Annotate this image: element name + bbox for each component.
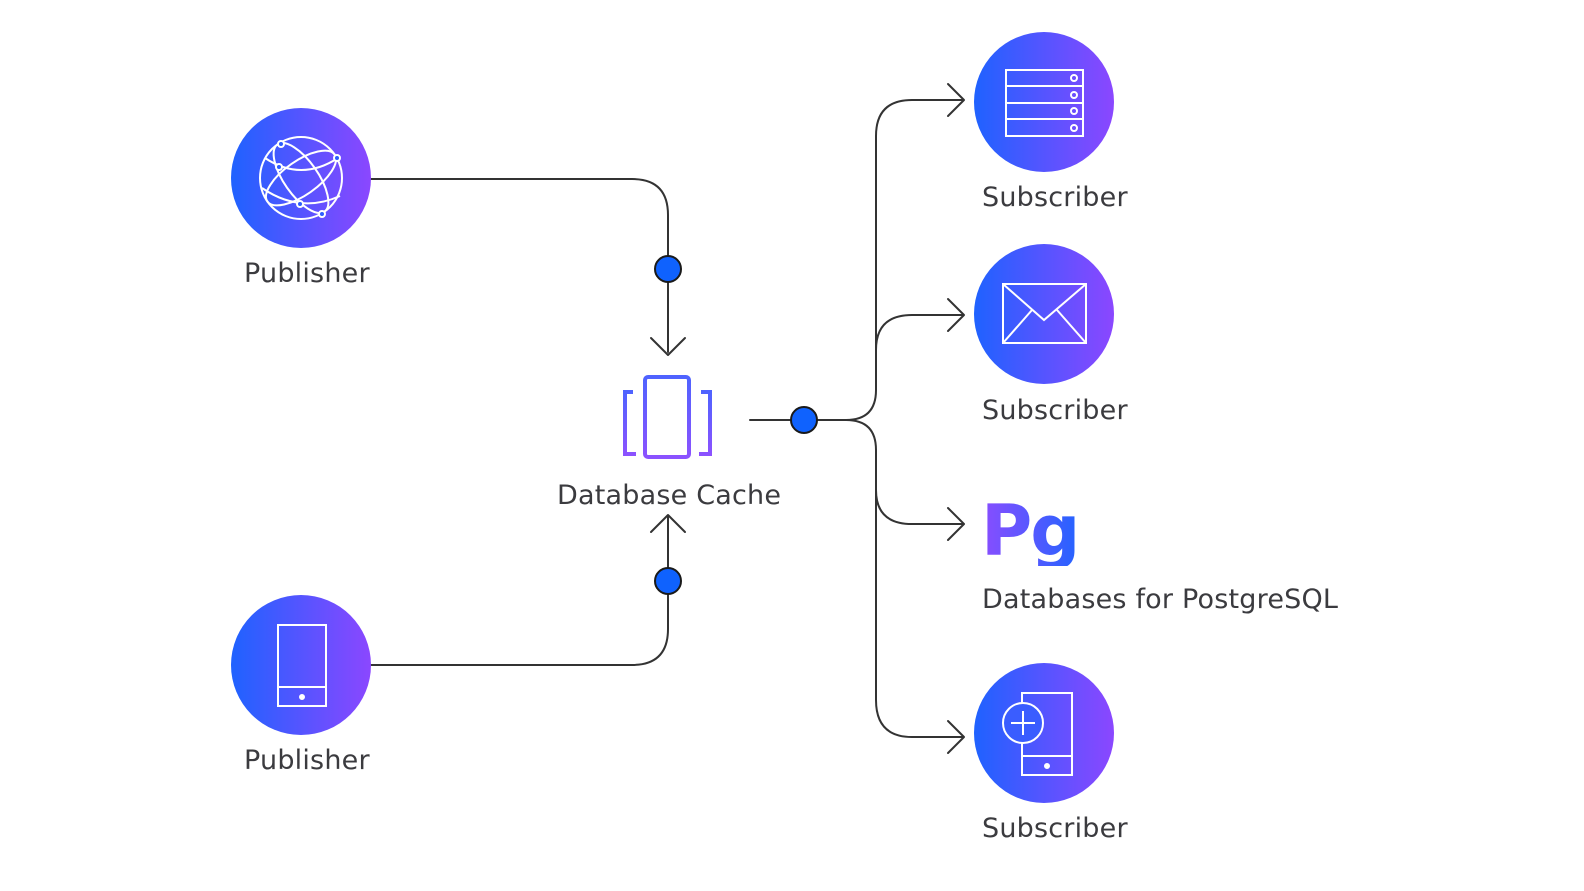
arrowhead-right xyxy=(947,720,965,754)
database-cache-label: Database Cache xyxy=(557,480,782,511)
publisher-top-node xyxy=(231,108,371,248)
subscriber-3-label: Subscriber xyxy=(982,813,1128,844)
publisher-bottom-label: Publisher xyxy=(244,745,370,776)
connector-to-subscriber-1 xyxy=(845,99,963,421)
publisher-bottom-node xyxy=(231,595,371,735)
arrowhead-up xyxy=(650,514,686,533)
junction-dot xyxy=(654,255,682,283)
subscriber-1-label: Subscriber xyxy=(982,182,1128,213)
subscriber-2-node xyxy=(974,244,1114,384)
postgresql-label: Databases for PostgreSQL xyxy=(982,584,1339,615)
junction-dot xyxy=(790,406,818,434)
connector-publisher-top xyxy=(369,178,669,353)
arrowhead-right xyxy=(947,83,965,117)
arrowhead-right xyxy=(947,507,965,541)
publisher-top-label: Publisher xyxy=(244,258,370,289)
server-rack-icon xyxy=(1005,69,1084,137)
connector-to-subscriber-2 xyxy=(875,314,963,351)
arrowhead-down xyxy=(650,337,686,356)
postgresql-logo: Pg xyxy=(981,490,1080,572)
envelope-icon xyxy=(1002,283,1087,344)
mobile-add-icon xyxy=(1002,692,1073,776)
mobile-device-icon xyxy=(277,624,327,707)
database-cache-icon xyxy=(623,375,712,459)
subscriber-2-label: Subscriber xyxy=(982,395,1128,426)
junction-dot xyxy=(654,567,682,595)
arrowhead-right xyxy=(947,298,965,332)
globe-icon xyxy=(259,136,343,220)
connector-to-postgres xyxy=(845,419,963,525)
connector-publisher-bottom xyxy=(369,515,669,666)
subscriber-3-node xyxy=(974,663,1114,803)
connector-to-subscriber-3 xyxy=(875,489,963,738)
